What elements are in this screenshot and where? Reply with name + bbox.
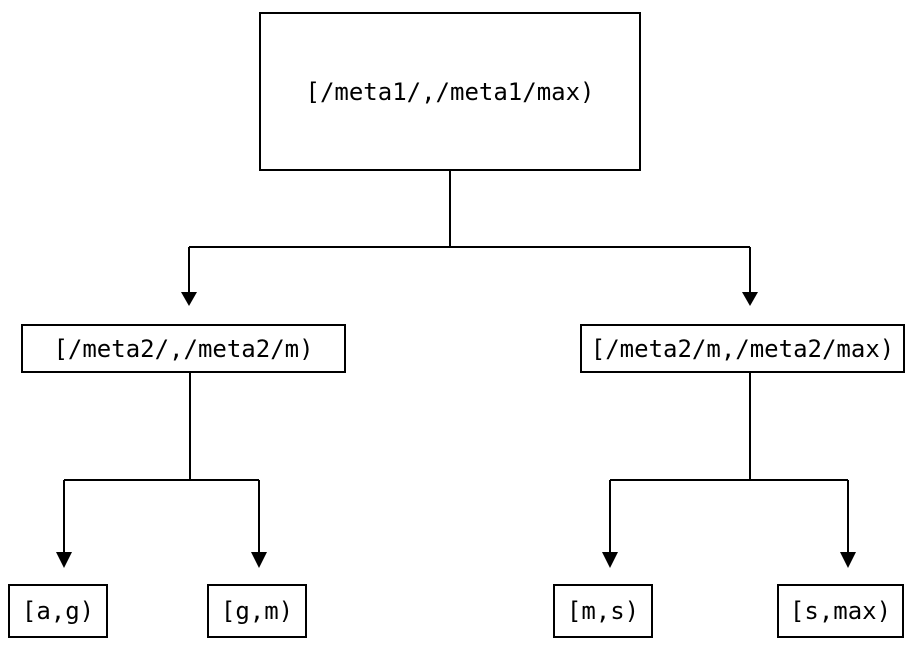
tree-node-mid-right-label: [/meta2/m,/meta2/max) [590,334,895,363]
tree-node-root[interactable]: [/meta1/,/meta1/max) [259,12,641,171]
tree-node-leaf-gm[interactable]: [g,m) [207,584,307,638]
arrowhead-leaf-smax-icon [840,552,856,568]
tree-node-root-label: [/meta1/,/meta1/max) [305,77,595,106]
arrowhead-mid-left-icon [181,292,197,306]
tree-node-leaf-ag-label: [a,g) [21,597,95,625]
tree-node-leaf-ms-label: [m,s) [566,597,640,625]
tree-node-leaf-gm-label: [g,m) [220,597,294,625]
tree-node-mid-left-label: [/meta2/,/meta2/m) [53,334,314,363]
tree-node-leaf-ag[interactable]: [a,g) [8,584,108,638]
tree-node-leaf-ms[interactable]: [m,s) [553,584,653,638]
tree-node-mid-right[interactable]: [/meta2/m,/meta2/max) [580,324,905,373]
tree-node-mid-left[interactable]: [/meta2/,/meta2/m) [21,324,346,373]
arrowhead-leaf-ms-icon [602,552,618,568]
tree-node-leaf-smax-label: [s,max) [789,597,892,625]
arrowhead-leaf-gm-icon [251,552,267,568]
tree-node-leaf-smax[interactable]: [s,max) [777,584,904,638]
arrowhead-mid-right-icon [742,292,758,306]
arrowhead-leaf-ag-icon [56,552,72,568]
